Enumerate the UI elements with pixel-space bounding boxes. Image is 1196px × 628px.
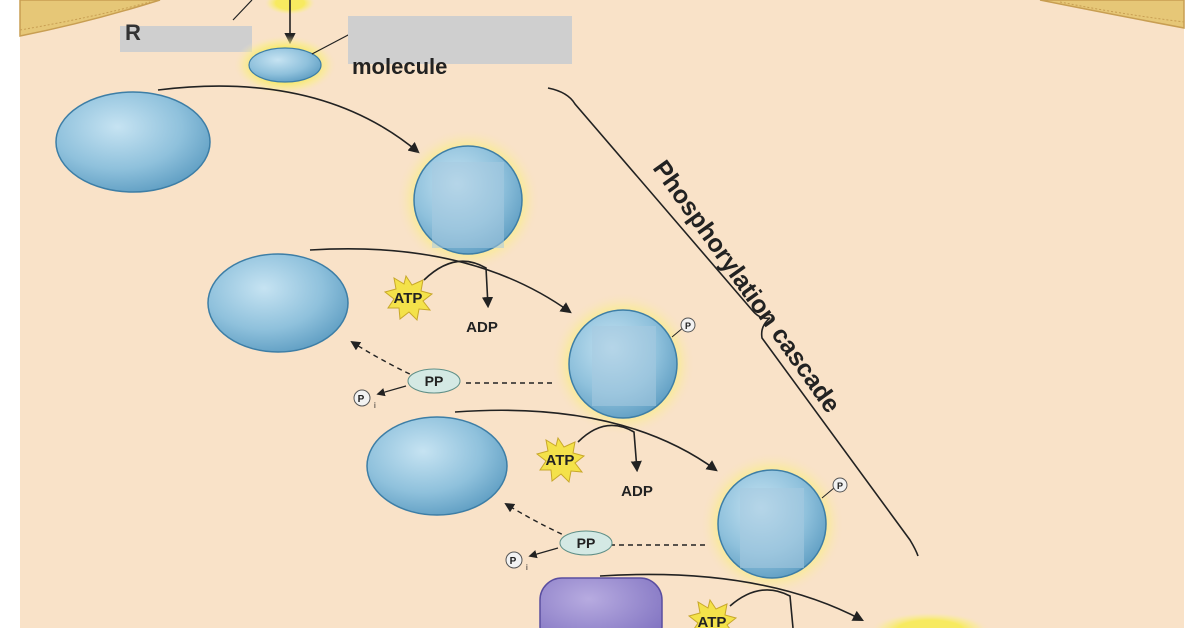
label-fragment-r: R (125, 20, 141, 45)
pi-arrow-2 (528, 547, 559, 559)
membrane-left (19, 0, 161, 37)
pi-arrow-1 (376, 385, 407, 397)
redacted-label-right (348, 16, 572, 64)
pi-1 (353, 389, 371, 407)
kinase-1-inactive (55, 91, 211, 193)
relay-leader-line (311, 33, 351, 55)
atp-star-3: ATP (687, 598, 738, 628)
activation-arrow-2 (309, 247, 572, 314)
phosphate-label-2: P (837, 481, 843, 491)
atp-adp-arrow-1 (423, 260, 494, 309)
phosphate-2 (832, 477, 848, 493)
atp-star-1: ATP (383, 274, 434, 322)
dephos-arrow-2 (504, 502, 571, 539)
kinase-2-active-marking (592, 326, 656, 406)
adp-label-1: ADP (466, 319, 498, 336)
kinase-3-inactive (366, 416, 508, 516)
receptor-leader-line (232, 0, 253, 21)
pp-label-2: PP (577, 535, 596, 551)
kinase-2-inactive (207, 253, 349, 353)
pi-sub-1: i (374, 401, 376, 410)
cascade-bracket (547, 87, 919, 557)
pp-2 (559, 530, 613, 556)
atp-label-1: ATP (394, 290, 423, 307)
pi-label-2: P (510, 556, 517, 567)
target-protein-inactive (539, 577, 663, 628)
atp-adp-arrow-2 (577, 424, 642, 473)
atp-star-2: ATP (535, 436, 586, 484)
phosphate-label-1: P (685, 321, 691, 331)
pp-1 (407, 368, 461, 394)
membrane-right (1039, 0, 1185, 29)
kinase-1-active-marking (432, 162, 504, 248)
phosphate-stem-2 (821, 487, 835, 499)
atp-label-3: ATP (698, 614, 727, 628)
atp-label-2: ATP (546, 452, 575, 469)
relay-molecule (248, 47, 322, 83)
membrane-right-stripe (1059, 1, 1185, 23)
activation-arrow-1 (157, 85, 420, 154)
pi-label-1: P (358, 394, 365, 405)
membrane-left-stripe (19, 1, 151, 31)
activation-arrow-4 (599, 573, 864, 622)
atp-adp-arrow-3 (729, 589, 794, 628)
kinase-3-active-marking (740, 488, 804, 568)
redacted-label-left (120, 26, 252, 52)
activation-arrow-3 (454, 409, 718, 472)
pi-2 (505, 551, 523, 569)
adp-label-2: ADP (621, 483, 653, 500)
pi-sub-2: i (526, 563, 528, 572)
phosphate-1 (680, 317, 696, 333)
pp-label-1: PP (425, 373, 444, 389)
dephos-arrow-1 (350, 340, 419, 379)
target-protein-active-glow (870, 612, 990, 628)
label-molecule: molecule (352, 54, 447, 79)
